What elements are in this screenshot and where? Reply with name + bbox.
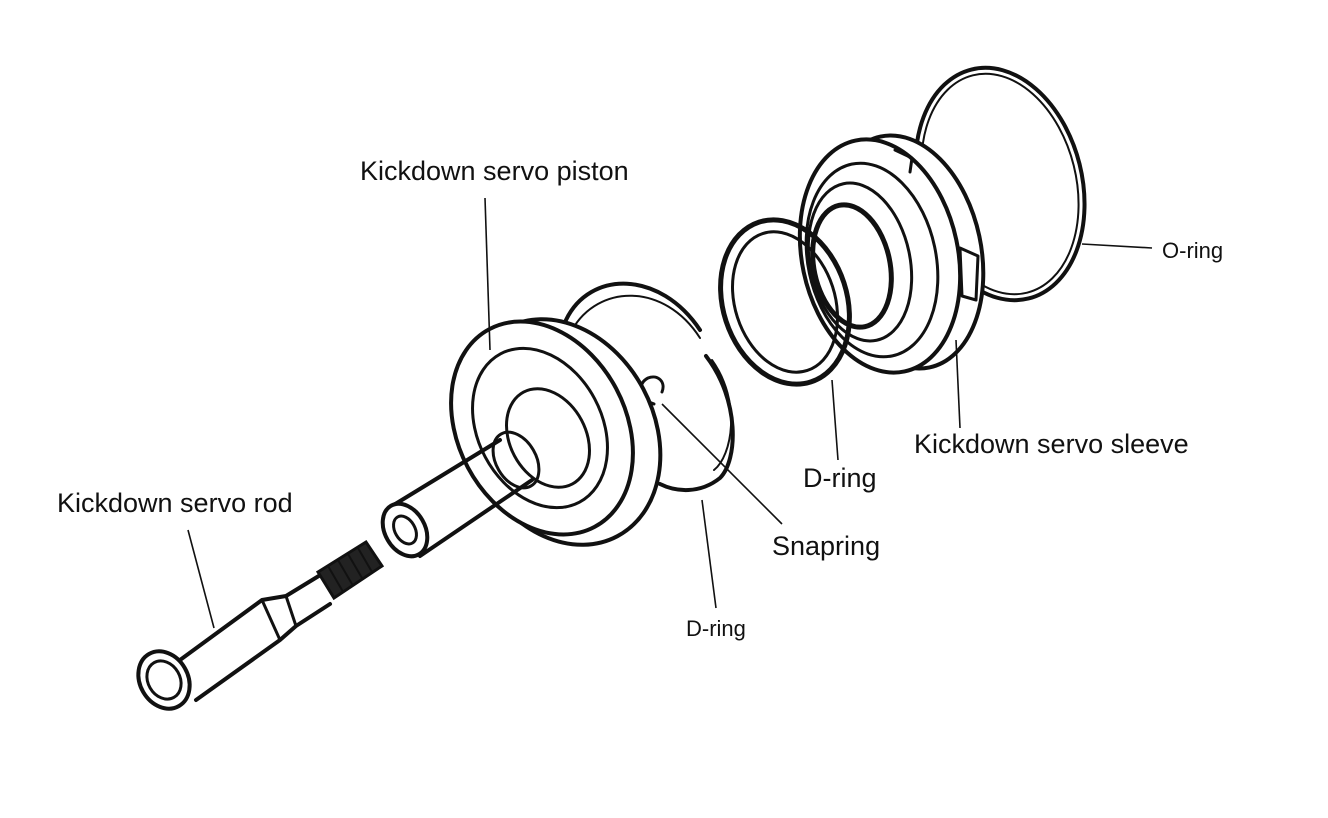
servo-piston-part (380, 317, 663, 559)
servo-rod-part (136, 539, 385, 711)
o-ring-leader (1081, 243, 1153, 249)
snapring-leader (661, 403, 783, 525)
piston-leader (484, 197, 491, 351)
sleeve-leader (955, 339, 961, 429)
label-sleeve: Kickdown servo sleeve (914, 429, 1189, 459)
d-ring-small-part (564, 281, 735, 493)
label-snapring: Snapring (772, 531, 880, 561)
label-o-ring: O-ring (1162, 238, 1223, 263)
servo-sleeve-part (797, 133, 986, 375)
rod-leader (187, 529, 215, 629)
d-ring-large-part (718, 217, 852, 387)
label-piston: Kickdown servo piston (360, 156, 629, 186)
d-ring-large-leader (831, 379, 839, 461)
label-rod: Kickdown servo rod (57, 488, 293, 518)
label-d-ring-small: D-ring (686, 616, 746, 641)
d-ring-small-leader (701, 499, 717, 609)
label-d-ring-large: D-ring (803, 463, 877, 493)
